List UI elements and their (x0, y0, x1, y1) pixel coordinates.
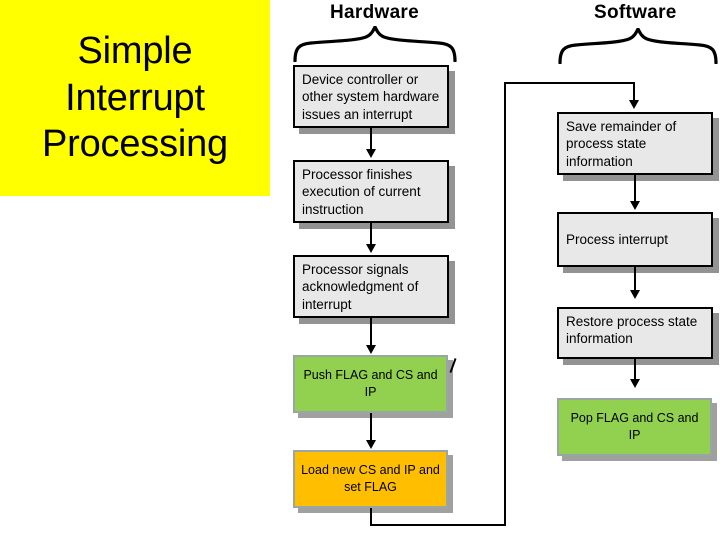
flow-node-label: Process interrupt (566, 231, 669, 247)
flow-node-restore-process[interactable]: Restore process state information (557, 307, 713, 359)
arrowhead-icon (630, 290, 640, 299)
flow-node-device-controller[interactable]: Device controller or other system hardwa… (293, 65, 449, 128)
connector-return-stub (370, 508, 372, 526)
connector-sw3-sw4 (634, 359, 636, 380)
arrowhead-icon (629, 100, 639, 109)
hardware-column-header: Hardware (330, 2, 419, 23)
flow-node-processor-finishes[interactable]: Processor finishes execution of current … (293, 160, 449, 223)
connector-cross-top-vertical (633, 82, 635, 102)
connector-sw1-sw2 (634, 175, 636, 202)
flow-node-load-new-cs[interactable]: Load new CS and IP and set FLAG (293, 450, 448, 508)
flow-node-label: Processor signals acknowledgment of inte… (302, 262, 419, 312)
connector-sw2-sw3 (634, 267, 636, 291)
flow-node-pop-flag[interactable]: Pop FLAG and CS and IP (557, 398, 712, 456)
flow-node-processor-signals[interactable]: Processor signals acknowledgment of inte… (293, 255, 449, 318)
flow-node-save-remainder[interactable]: Save remainder of process state informat… (557, 112, 713, 175)
flow-node-label: Restore process state information (566, 314, 698, 347)
flow-node-label: Pop FLAG and CS and IP (570, 411, 699, 442)
connector-hw4-hw5 (370, 413, 372, 441)
flow-node-label: Save remainder of process state informat… (566, 119, 677, 169)
hardware-brace-icon (293, 26, 457, 62)
software-brace-icon (558, 28, 718, 64)
arrowhead-icon (366, 244, 376, 253)
flow-node-push-flag[interactable]: Push FLAG and CS and IP (293, 355, 448, 413)
arrowhead-icon (366, 440, 376, 449)
flow-node-label: Push FLAG and CS and IP (303, 368, 438, 399)
arrowhead-icon (366, 345, 376, 354)
connector-hw2-hw3 (370, 223, 372, 245)
stray-mark-icon (449, 358, 457, 373)
connector-cross-top-horizontal (504, 82, 635, 84)
connector-return-horizontal (370, 524, 506, 526)
arrowhead-icon (630, 201, 640, 210)
connector-hw1-hw2 (370, 128, 372, 150)
page-title: Simple Interrupt Processing (42, 30, 228, 166)
connector-return-vertical (504, 82, 506, 526)
flow-node-label: Processor finishes execution of current … (302, 167, 421, 217)
connector-hw3-hw4 (370, 318, 372, 346)
flow-node-process-interrupt[interactable]: Process interrupt (557, 212, 713, 267)
arrowhead-icon (630, 379, 640, 388)
software-column-header: Software (594, 2, 677, 23)
flow-node-label: Device controller or other system hardwa… (302, 72, 440, 122)
title-block: Simple Interrupt Processing (0, 0, 270, 196)
flow-node-label: Load new CS and IP and set FLAG (301, 463, 440, 494)
arrowhead-icon (366, 149, 376, 158)
